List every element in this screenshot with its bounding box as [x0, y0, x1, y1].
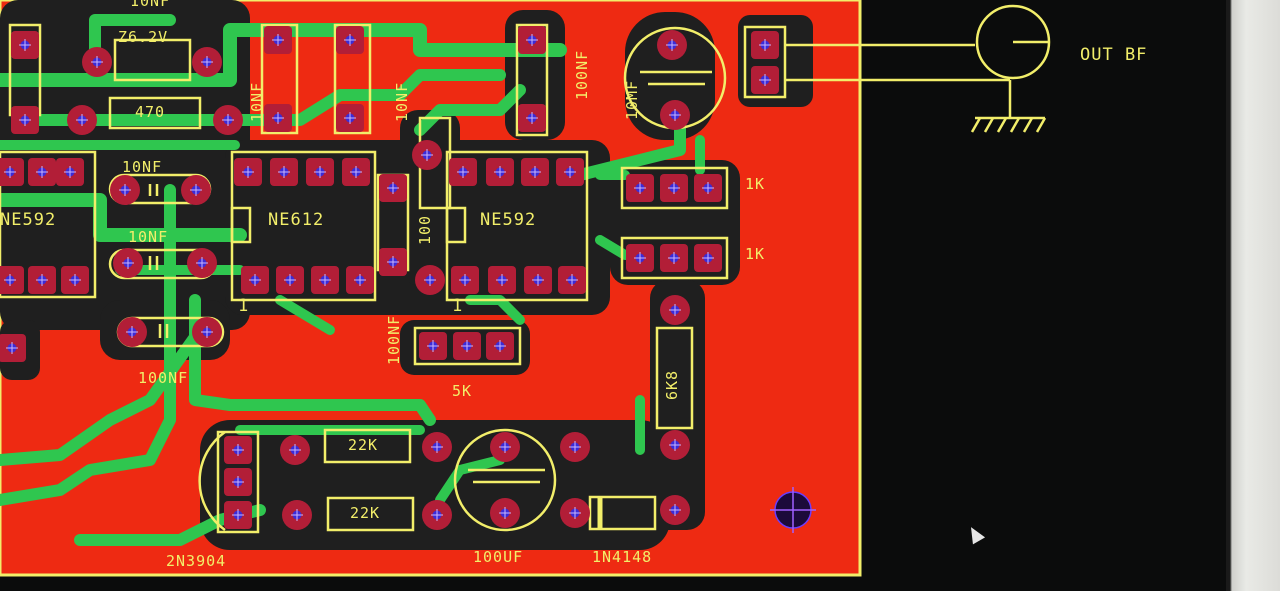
- label-r22k-b: 22K: [350, 504, 381, 522]
- label-c100nf-c: 100NF: [385, 314, 403, 365]
- label-c100nf-a: 100NF: [138, 369, 189, 387]
- label-r22k-a: 22K: [348, 436, 379, 454]
- label-r1k-a: 1K: [745, 175, 766, 193]
- label-c100uf: 100UF: [473, 548, 524, 566]
- label-pin1-a: 1: [238, 296, 250, 316]
- label-out-bf: OUT BF: [1080, 45, 1148, 65]
- label-ne592-right: NE592: [480, 210, 537, 230]
- label-c100: 100: [416, 214, 434, 245]
- label-zener: Z6.2V: [118, 28, 169, 46]
- label-pot5k: 5K: [452, 382, 473, 400]
- label-r6k8: 6K8: [663, 369, 681, 400]
- label-c100nf-b: 100NF: [573, 49, 591, 100]
- label-c10nf-b: 10NF: [128, 228, 169, 246]
- label-ne612: NE612: [268, 210, 325, 230]
- label-top-cut: 10NF: [130, 0, 171, 10]
- label-c10mf: 10MF: [623, 79, 641, 120]
- label-c10nf-d: 10NF: [393, 81, 411, 122]
- label-r470: 470: [135, 103, 166, 121]
- monitor-bezel: [1226, 0, 1280, 591]
- pcb-board-view[interactable]: [0, 0, 1226, 591]
- crosshair-target-icon: [770, 487, 816, 533]
- label-pin1-b: 1: [452, 296, 464, 316]
- label-c10nf-a: 10NF: [122, 158, 163, 176]
- label-r1k-b: 1K: [745, 245, 766, 263]
- label-q1: 2N3904: [166, 552, 227, 570]
- label-c10nf-c: 10NF: [248, 81, 266, 122]
- label-d1: 1N4148: [592, 548, 653, 566]
- label-ne592-left: NE592: [0, 210, 57, 230]
